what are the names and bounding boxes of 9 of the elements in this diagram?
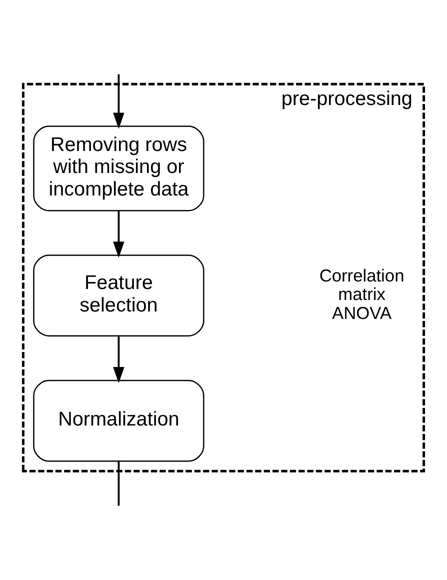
connector [118, 461, 120, 506]
arrow [113, 336, 124, 384]
node-box: Feature selection [33, 254, 204, 336]
node-box: Normalization [33, 380, 204, 462]
node-label: Correlation matrix [319, 266, 404, 304]
arrow [113, 210, 124, 258]
node-box: Removing rows with missing or incomplete data [33, 126, 204, 212]
arrow [113, 74, 124, 129]
node-label: ANOVA [332, 302, 392, 323]
